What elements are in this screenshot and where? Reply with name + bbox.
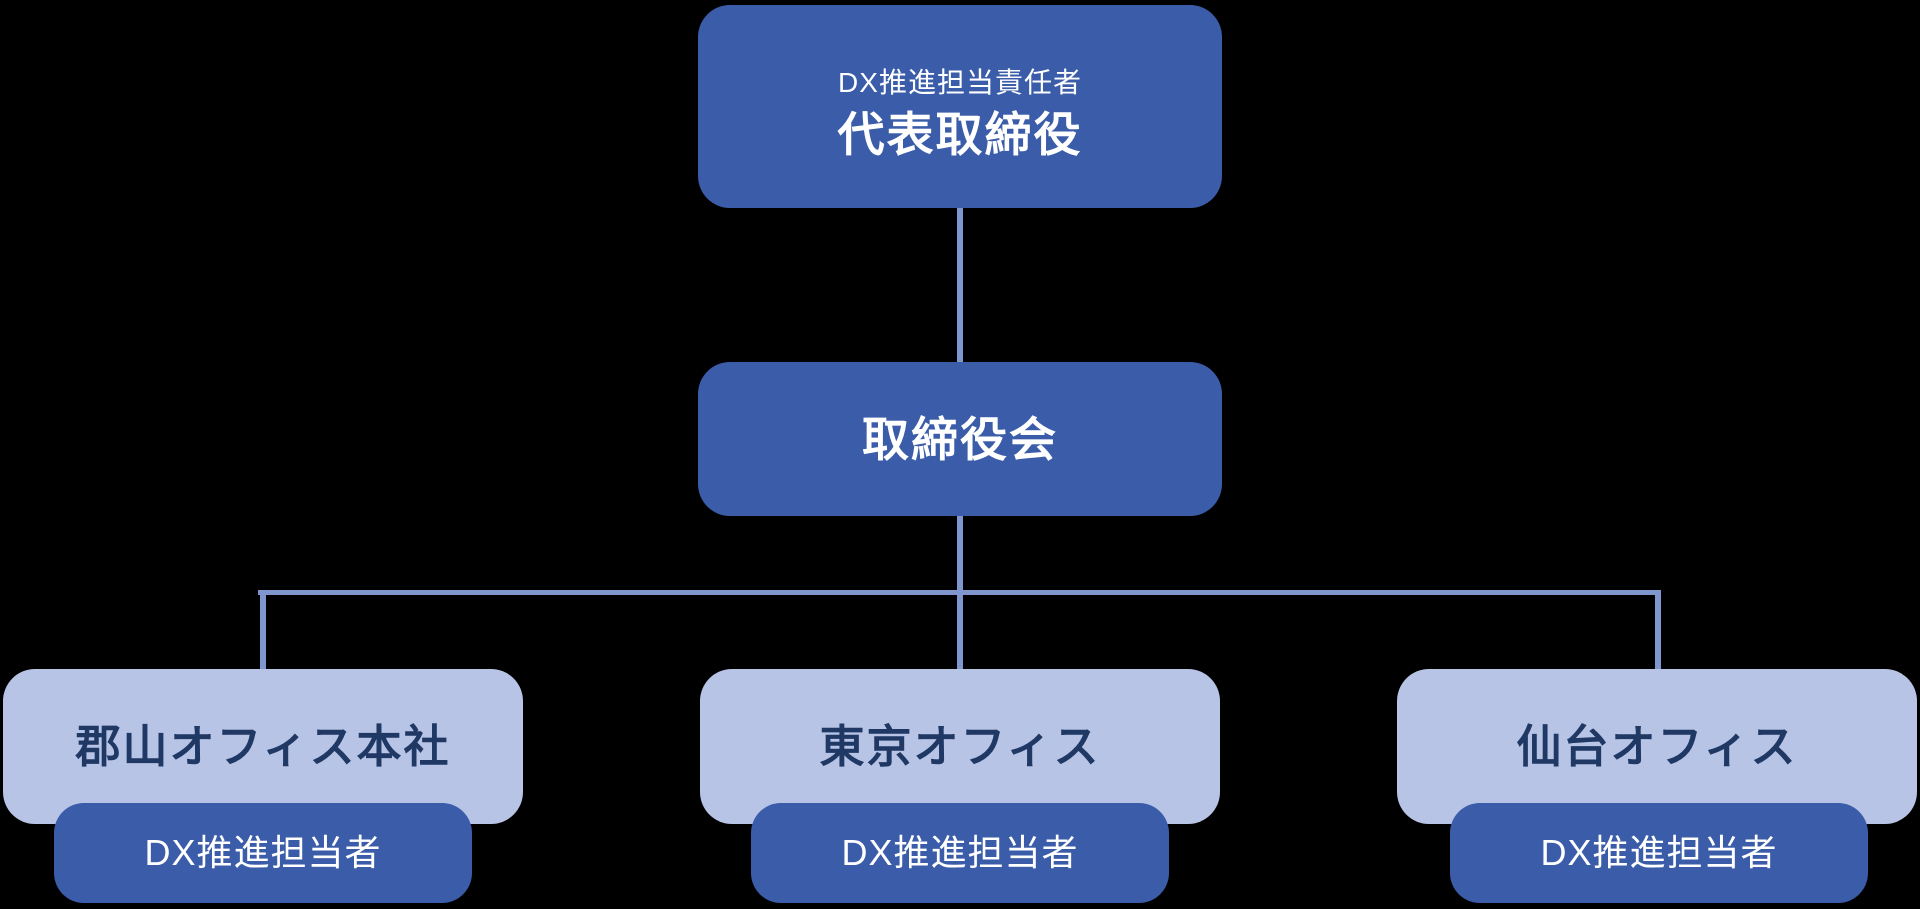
board-title: 取締役会 [862, 412, 1058, 466]
root-subtitle: DX推進担当責任者 [838, 67, 1082, 98]
root-title: 代表取締役 [837, 108, 1083, 161]
branch-node-sendai: 仙台オフィス [1397, 669, 1917, 824]
branch-sub-label: DX推進担当者 [144, 832, 382, 873]
branch-node-tokyo: 東京オフィス [700, 669, 1220, 824]
branch-sub-node-sendai: DX推進担当者 [1450, 803, 1868, 903]
connector-drop-right [1655, 590, 1661, 669]
branch-title: 郡山オフィス本社 [75, 721, 451, 772]
connector-root-to-board [957, 208, 963, 362]
root-node: DX推進担当責任者 代表取締役 [698, 5, 1222, 208]
branch-sub-node-koriyama: DX推進担当者 [54, 803, 472, 903]
branch-sub-label: DX推進担当者 [1540, 832, 1778, 873]
branch-sub-node-tokyo: DX推進担当者 [751, 803, 1169, 903]
connector-drop-left [260, 590, 266, 669]
board-node: 取締役会 [698, 362, 1222, 516]
branch-title: 東京オフィス [819, 721, 1101, 772]
connector-drop-center [957, 590, 963, 669]
branch-node-koriyama: 郡山オフィス本社 [3, 669, 523, 824]
branch-title: 仙台オフィス [1516, 721, 1798, 772]
branch-sub-label: DX推進担当者 [841, 832, 1079, 873]
